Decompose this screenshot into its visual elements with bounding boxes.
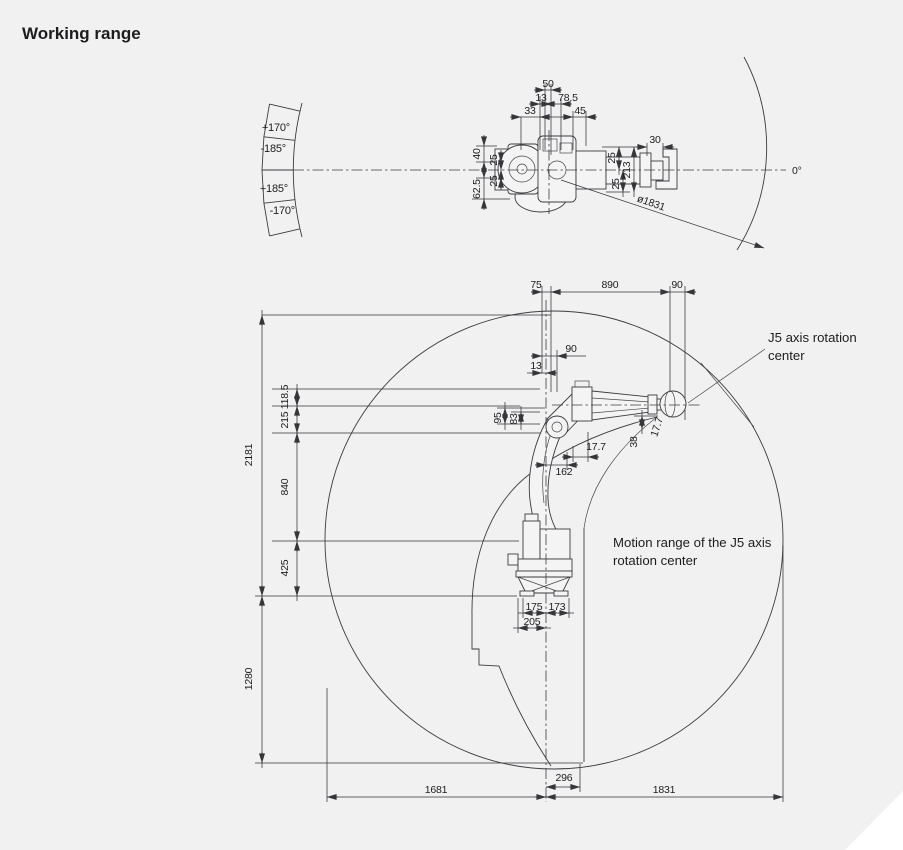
dim-205: 205 <box>524 616 541 628</box>
dim-17-7-h: 17.7 <box>586 441 606 453</box>
dim-30: 30 <box>649 134 661 146</box>
dim-90-wrist: 90 <box>565 343 577 355</box>
dim-213: 213 <box>621 161 633 178</box>
dim-75: 75 <box>530 279 542 291</box>
dim-13-top: 13 <box>535 92 547 104</box>
dim-840: 840 <box>279 478 291 495</box>
base-dims: 175 173 205 <box>513 598 574 633</box>
dim-2181: 2181 <box>243 443 255 466</box>
dim-25-left-upper: 25 <box>488 154 500 166</box>
reference-lines <box>255 314 583 764</box>
left-dims: 2181 1280 118.5 215 840 425 <box>243 310 300 768</box>
dim-83: 83 <box>508 413 520 425</box>
top-view: +170° -185° +185° -170° 0° <box>260 56 802 251</box>
dim-215: 215 <box>279 411 291 428</box>
dim-175: 175 <box>526 601 543 613</box>
dim-1831: 1831 <box>653 784 676 796</box>
dim-25-right-upper: 25 <box>606 152 618 164</box>
dim-33: 33 <box>524 105 536 117</box>
zero-angle-label: 0° <box>792 165 802 177</box>
top-view-left-dims: 40 25 25 62.5 <box>471 135 510 210</box>
dim-90-top: 90 <box>671 279 683 291</box>
dim-78-5: 78.5 <box>558 92 578 104</box>
motion-range-label-line1: Motion range of the J5 axis <box>613 535 772 550</box>
dim-1280: 1280 <box>243 667 255 690</box>
working-envelope-circle <box>324 310 784 770</box>
page-corner-cut <box>845 791 903 850</box>
wrist-dims: 90 13 95 83 17.7 162 <box>492 343 666 478</box>
dim-62-5: 62.5 <box>471 179 483 199</box>
side-view: 2181 1280 118.5 215 840 425 75 890 90 <box>243 279 857 802</box>
top-view-right-dims: 30 25 213 25 <box>602 134 674 197</box>
dim-25-left-lower: 25 <box>488 175 500 187</box>
j5-axis-annotation: J5 axis rotation center <box>687 330 857 428</box>
dim-890: 890 <box>602 279 619 291</box>
j5-axis-label-line2: center <box>768 348 805 363</box>
motion-range-annotation: Motion range of the J5 axis rotation cen… <box>613 535 772 568</box>
bottom-dims: 296 1681 1831 <box>326 545 784 802</box>
top-view-upper-dims: 50 13 78.5 33 45 <box>510 78 597 155</box>
dim-162: 162 <box>556 466 573 478</box>
dim-38: 38 <box>628 436 640 448</box>
dim-25-right-lower: 25 <box>610 178 622 190</box>
dim-17-7-rotated: 17.7 <box>648 416 666 439</box>
dim-13-wrist: 13 <box>530 360 542 372</box>
robot-side-view <box>507 380 687 597</box>
dim-425: 425 <box>279 559 291 576</box>
angle-label-minus170: -170° <box>270 205 295 217</box>
dim-296: 296 <box>556 772 573 784</box>
dim-50: 50 <box>542 78 554 90</box>
angle-label-minus185: -185° <box>261 143 286 155</box>
dim-95: 95 <box>492 412 504 424</box>
dim-173: 173 <box>549 601 566 613</box>
motion-range-label-line2: rotation center <box>613 553 698 568</box>
dim-1681: 1681 <box>425 784 448 796</box>
angle-label-plus185: +185° <box>260 183 288 195</box>
dim-45: 45 <box>574 105 586 117</box>
angle-label-plus170: +170° <box>262 122 290 134</box>
j5-axis-label-line1: J5 axis rotation <box>768 330 857 345</box>
dim-40: 40 <box>471 148 483 160</box>
reach-arc <box>736 56 768 251</box>
page-title: Working range <box>22 24 141 43</box>
dim-118-5: 118.5 <box>279 384 291 409</box>
